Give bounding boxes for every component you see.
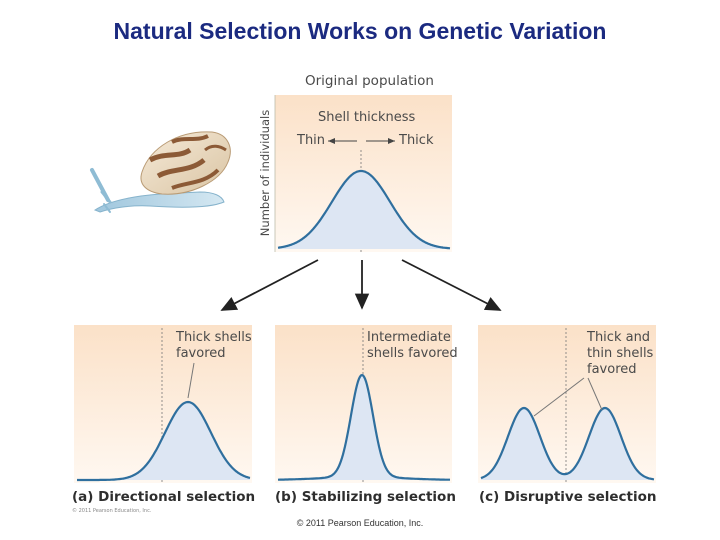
panel-c-pointer-left — [533, 377, 585, 417]
directional-curve — [77, 400, 251, 482]
y-axis-label: Number of individuals — [258, 109, 272, 237]
original-population-label: Original population — [305, 73, 434, 89]
stabilizing-curve — [278, 373, 450, 481]
disruptive-curve — [480, 406, 655, 481]
panel-c-pointer-right — [587, 377, 603, 411]
panel-a-curve-fill — [77, 402, 250, 480]
panel-b-curve-fill — [278, 375, 450, 480]
thick-label: Thick — [399, 133, 434, 148]
panel-a-note-line1: Thick shells — [176, 330, 252, 345]
original-curve-fill — [278, 171, 450, 249]
directional-selection-panel — [74, 325, 252, 483]
original-distribution-curve — [277, 169, 451, 250]
snail-illustration — [90, 131, 231, 213]
panel-c-note-line1: Thick and — [587, 330, 651, 345]
disruptive-selection-panel — [478, 325, 656, 483]
panel-a-note-line2: favored — [176, 346, 226, 361]
panel-c-note-line3: favored — [587, 362, 637, 377]
thin-label: Thin — [297, 133, 326, 148]
panel-a-pointer-line — [187, 362, 195, 399]
panel-c-note-line2: thin shells — [587, 346, 654, 361]
slide-title: Natural Selection Works on Genetic Varia… — [113, 18, 607, 44]
shell-thickness-label: Shell thickness — [318, 110, 416, 125]
original-population-panel — [274, 95, 452, 252]
small-credit: © 2011 Pearson Education, Inc. — [72, 508, 152, 514]
panel-a-title: (a) Directional selection — [72, 489, 256, 505]
panel-b-title: (b) Stabilizing selection — [275, 489, 456, 505]
copyright-footer: © 2011 Pearson Education, Inc. — [296, 518, 424, 528]
panel-c-title: (c) Disruptive selection — [479, 489, 657, 505]
panel-b-note-line1: Intermediate — [367, 330, 451, 345]
panel-c-curve-fill — [481, 408, 654, 480]
arrow-to-directional — [220, 259, 319, 311]
stabilizing-selection-panel — [275, 325, 452, 483]
arrow-to-disruptive — [401, 259, 502, 311]
panel-b-note-line2: shells favored — [367, 346, 458, 361]
